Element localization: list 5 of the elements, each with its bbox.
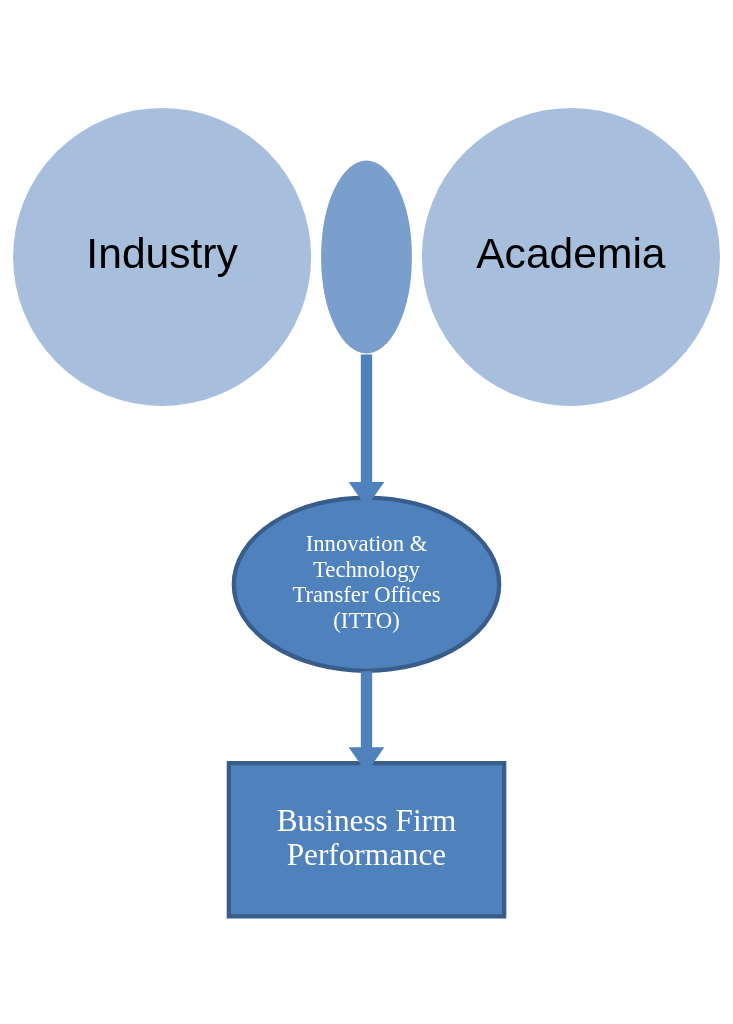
node-ellipse	[319, 158, 414, 355]
node-box: Business Firm Performance	[226, 760, 507, 918]
node-circle: Academia	[421, 107, 720, 406]
node-ellipse: Innovation & Technology Transfer Offices (ITTO)	[231, 494, 502, 673]
node-circle: Industry	[13, 107, 312, 406]
